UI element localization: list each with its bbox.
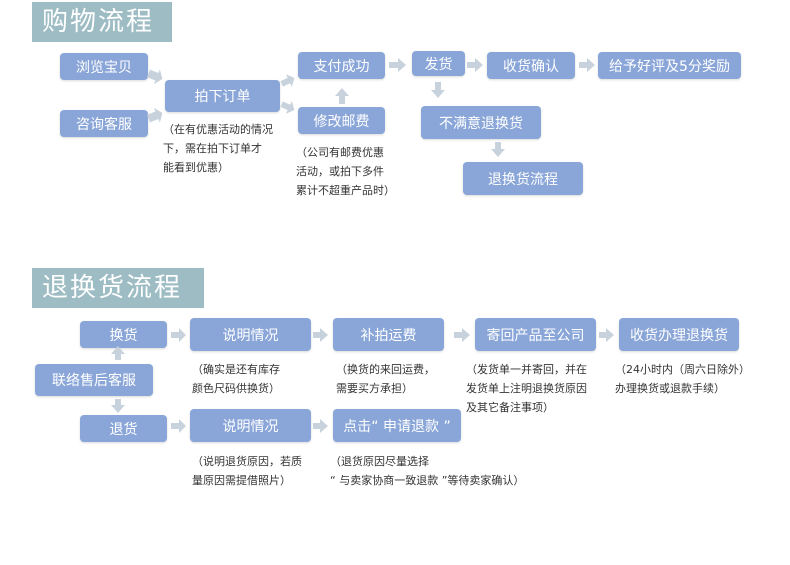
order-note-line: （在有优惠活动的情况 bbox=[163, 123, 273, 136]
apply-refund-note: （退货原因尽量选择 “ 与卖家协商一致退款 ”等待卖家确认） bbox=[330, 452, 524, 490]
explain-refund-note: （说明退货原因，若质 量原因需提借照片） bbox=[192, 452, 302, 490]
ship-box: 发货 bbox=[412, 51, 465, 76]
apply-refund-box: 点击“ 申请退款 ” bbox=[333, 409, 461, 442]
postage-note-line: 累计不超重产品时） bbox=[296, 184, 395, 197]
arrow-right-icon bbox=[280, 74, 295, 87]
arrow-up-icon bbox=[335, 88, 349, 104]
purchase-flow-title: 购物流程 bbox=[32, 2, 172, 42]
explain-situation-exchange-box: 说明情况 bbox=[190, 318, 311, 351]
arrow-right-icon bbox=[389, 58, 406, 72]
explain-exchange-note-line: （确实是还有库存 bbox=[192, 363, 280, 376]
consult-service-box: 咨询客服 bbox=[60, 110, 148, 137]
process-exchange-box: 收货办理退换货 bbox=[619, 318, 739, 351]
postage-note-line: 活动，或拍下多件 bbox=[296, 165, 384, 178]
arrow-right-icon bbox=[280, 101, 295, 114]
arrow-down-icon bbox=[491, 142, 505, 157]
arrow-right-icon bbox=[467, 58, 483, 72]
process-exchange-note-line: （24小时内（周六日除外） bbox=[615, 363, 750, 376]
arrow-up-icon bbox=[111, 346, 125, 360]
arrow-right-icon bbox=[313, 328, 328, 342]
shipping-fee-note: （换货的来回运费， 需要买方承担） bbox=[336, 360, 435, 398]
order-note: （在有优惠活动的情况 下，需在拍下订单才 能看到优惠） bbox=[163, 120, 273, 177]
send-back-note-line: （发货单一并寄回，并在 bbox=[466, 363, 587, 376]
confirm-receipt-box: 收货确认 bbox=[487, 52, 575, 79]
send-back-note-line: 发货单上注明退换货原因 bbox=[466, 382, 587, 395]
order-note-line: 下，需在拍下订单才 bbox=[163, 142, 262, 155]
arrow-right-icon bbox=[313, 419, 328, 433]
shipping-fee-note-line: 需要买方承担） bbox=[336, 382, 413, 395]
explain-refund-note-line: 量原因需提借照片） bbox=[192, 474, 291, 487]
review-reward-box: 给予好评及5分奖励 bbox=[598, 52, 741, 79]
explain-situation-refund-box: 说明情况 bbox=[190, 409, 311, 442]
send-back-product-box: 寄回产品至公司 bbox=[475, 318, 596, 351]
refund-box: 退货 bbox=[80, 415, 167, 442]
contact-aftersales-box: 联络售后客服 bbox=[35, 364, 153, 396]
process-exchange-note: （24小时内（周六日除外） 办理换货或退款手续） bbox=[615, 360, 750, 398]
place-order-box: 拍下订单 bbox=[165, 80, 280, 112]
explain-refund-note-line: （说明退货原因，若质 bbox=[192, 455, 302, 468]
arrow-right-icon bbox=[147, 107, 163, 123]
arrow-right-icon bbox=[171, 419, 186, 433]
unsatisfied-return-box: 不满意退换货 bbox=[421, 106, 541, 139]
postage-note-line: （公司有邮费优惠 bbox=[296, 146, 384, 159]
postage-note: （公司有邮费优惠 活动，或拍下多件 累计不超重产品时） bbox=[296, 143, 395, 200]
shipping-fee-note-line: （换货的来回运费， bbox=[336, 363, 435, 376]
return-process-box: 退换货流程 bbox=[463, 162, 583, 195]
return-flow-title: 退换货流程 bbox=[32, 268, 204, 308]
send-back-note: （发货单一并寄回，并在 发货单上注明退换货原因 及其它备注事项） bbox=[466, 360, 587, 417]
pay-shipping-fee-box: 补拍运费 bbox=[333, 318, 444, 351]
arrow-down-icon bbox=[111, 399, 125, 413]
arrow-right-icon bbox=[171, 328, 186, 342]
exchange-box: 换货 bbox=[80, 321, 167, 348]
explain-exchange-note: （确实是还有库存 颜色尺码供换货） bbox=[192, 360, 280, 398]
arrow-right-icon bbox=[599, 328, 614, 342]
apply-refund-note-line: “ 与卖家协商一致退款 ”等待卖家确认） bbox=[330, 474, 525, 487]
order-note-line: 能看到优惠） bbox=[163, 161, 229, 174]
modify-postage-box: 修改邮费 bbox=[298, 107, 385, 134]
send-back-note-line: 及其它备注事项） bbox=[466, 401, 554, 414]
payment-success-box: 支付成功 bbox=[298, 52, 385, 79]
process-exchange-note-line: 办理换货或退款手续） bbox=[615, 382, 725, 395]
arrow-right-icon bbox=[579, 58, 595, 72]
apply-refund-note-line: （退货原因尽量选择 bbox=[330, 455, 429, 468]
explain-exchange-note-line: 颜色尺码供换货） bbox=[192, 382, 280, 395]
arrow-right-icon bbox=[454, 328, 470, 342]
arrow-right-icon bbox=[147, 69, 163, 85]
browse-items-box: 浏览宝贝 bbox=[60, 53, 148, 80]
arrow-down-icon bbox=[431, 82, 445, 98]
